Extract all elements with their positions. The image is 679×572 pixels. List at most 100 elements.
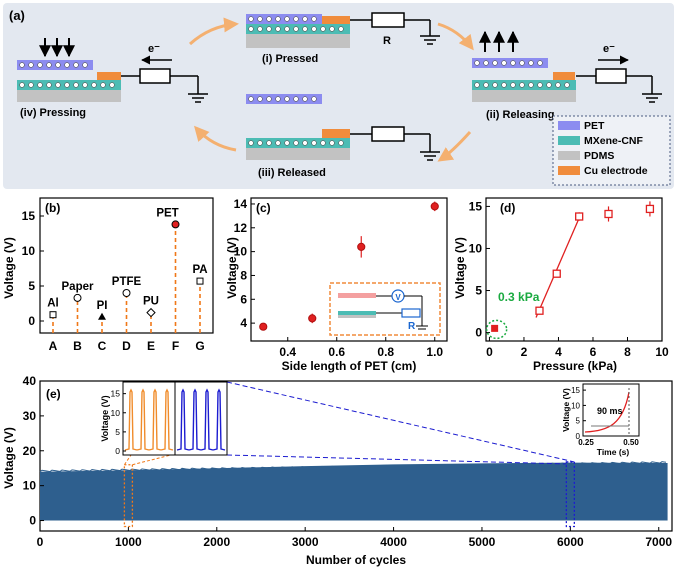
charge-dot [302,140,308,146]
chart-e: (e) Voltage (V) Number of cycles 0102030… [2,374,673,567]
x-tick-label: 1.0 [426,345,443,359]
charge-dot [302,16,308,22]
data-point [575,212,584,221]
y-axis-label: Voltage (V) [2,237,16,299]
charge-dot [329,26,335,32]
y-axis-label: Voltage (V) [225,237,239,299]
charge-dot [492,60,498,66]
charge-dot [293,16,299,22]
cycle-arrows [188,17,474,162]
zoom-connector [132,454,172,466]
charge-dot [510,60,516,66]
y-tick-label: 10 [234,245,248,259]
x-tick-label: F [172,339,179,353]
x-tick-label: 0.8 [377,345,394,359]
panel-b-label: (b) [45,201,60,215]
pdms-layer [246,34,350,48]
point-label: Paper [62,281,94,293]
charge-dot [248,16,254,22]
stage-label: (i) Pressed [262,53,318,65]
charge-dot [564,82,570,88]
panel-a-label: (a) [9,8,25,23]
y-tick-label: 0 [115,446,120,456]
charge-dot [474,60,480,66]
inset-mxene-layer [338,311,376,315]
data-point [196,277,204,285]
charge-dot [501,82,507,88]
y-tick-label: 6 [240,292,247,306]
charge-dot [266,96,272,102]
inset-y-label: Voltage (V) [561,388,571,432]
legend-label-pet: PET [584,120,605,132]
pdms-layer [246,148,350,160]
data-point [98,312,106,320]
charge-dot [257,140,263,146]
zoom-connector [123,454,132,466]
data-point [535,306,544,315]
stage-label: (ii) Releasing [486,109,554,121]
y-tick-label: 4 [240,316,247,330]
data-point [308,314,317,323]
data-point [604,209,613,219]
circuit-inset: V R [329,282,441,336]
charge-dot [537,82,543,88]
x-tick-label: 6 [590,345,597,359]
charge-dot [82,62,88,68]
fit-line [535,213,582,318]
zoom-connector [226,381,575,463]
charge-dot [492,82,498,88]
y-tick-label: 15 [111,389,121,399]
charge-dot [311,26,317,32]
charge-dot [19,82,25,88]
y-tick-label: 0 [28,314,35,328]
x-tick-label: A [49,339,58,353]
y-axis-label: Voltage (V) [453,237,467,299]
x-tick-label: 6000 [557,535,584,549]
y-axis-label: Voltage (V) [2,427,16,489]
y-tick-label: 10 [23,479,37,493]
charge-dot [284,96,290,102]
y-tick-label: 0 [29,514,36,528]
x-axis-label: Number of cycles [306,553,406,567]
point-label: PI [97,300,108,312]
charge-dot [28,82,34,88]
data-point [73,293,82,302]
stage-pressing: e⁻ (iv) Pressing [17,38,208,119]
point-label: PU [143,296,159,308]
x-tick-label: 4 [555,345,562,359]
charge-dot [275,140,281,146]
x-tick-label: B [73,339,82,353]
charge-dot [537,60,543,66]
charge-dot [284,140,290,146]
y-tick-label: 0 [576,432,581,441]
legend-swatch-pet [558,121,580,130]
data-point [552,269,561,278]
x-tick-label: 4000 [380,535,407,549]
x-tick-label: 10 [655,345,669,359]
peak-trace [124,388,174,451]
charge-dot [320,140,326,146]
inset-pet-layer [338,293,376,298]
cycle-arrow-icon [188,17,239,46]
charge-dot [55,62,61,68]
charge-dot [284,26,290,32]
charge-dot [248,26,254,32]
charge-dot [338,26,344,32]
charge-dot [28,62,34,68]
charge-dot [501,60,507,66]
x-tick-label: E [147,339,155,353]
charge-dot [257,26,263,32]
charge-dot [82,82,88,88]
inset-y-label: Voltage (V) [100,395,110,441]
point-label: Al [47,298,59,310]
charge-dot [248,140,254,146]
charge-dot [519,82,525,88]
charge-dot [474,82,480,88]
data-point [122,289,131,297]
x-tick-label: 0 [37,535,44,549]
data-point [49,311,57,319]
electron-label: e⁻ [148,43,160,55]
y-tick-label: 14 [234,197,248,211]
charge-dot [528,60,534,66]
